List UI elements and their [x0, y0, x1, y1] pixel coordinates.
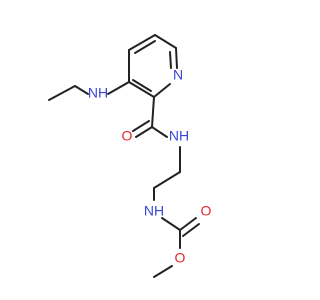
pyridine-nitrogen-label: N [173, 67, 183, 83]
ring-bond [128, 81, 155, 98]
bond-carbonyl-c-o [135, 126, 153, 138]
pyridine-ring [128, 34, 178, 98]
ethylamino-nh-label: NH [88, 85, 108, 101]
bond-nh-to-ch2 [74, 85, 89, 95]
carbamate-ester-oxygen-label: O [175, 250, 186, 266]
amide-nh-label: NH [169, 128, 189, 144]
carbamate-carbonyl-oxygen-label: O [201, 203, 212, 219]
ring-bond-to-n [175, 47, 178, 69]
bond-ring-to-nh [107, 81, 130, 95]
bond-carbonyl-to-nh [151, 126, 168, 138]
ring-double-bond [134, 40, 156, 54]
chemical-structure-diagram: N NH O NH NH O O [48, 34, 212, 278]
ring-double-bond [132, 79, 152, 92]
bond-o-to-methyl [153, 265, 173, 278]
bond-ch2-to-ch3 [48, 85, 76, 101]
amide-group [132, 96, 168, 138]
bond-carbonyl-double [132, 120, 150, 132]
ring-bond [128, 34, 156, 51]
bond-c-o-double-second [182, 223, 200, 237]
bond-nh-to-carbonyl [161, 217, 181, 231]
atom-labels: N NH O NH NH O O [88, 67, 212, 266]
carbamate-nh-label: NH [144, 203, 164, 219]
bond-ch2-ch2 [153, 171, 181, 189]
bond-ring-to-carbonyl [151, 96, 155, 128]
ethylene-linker [153, 146, 181, 201]
ring-double-bond [169, 51, 172, 69]
amide-oxygen-label: O [122, 128, 133, 144]
bond-c-o-double [179, 217, 197, 231]
ring-bond-from-n [153, 83, 171, 98]
ring-bond [154, 34, 177, 49]
carbamate-group [153, 217, 200, 278]
ethylamino-group [48, 81, 130, 101]
